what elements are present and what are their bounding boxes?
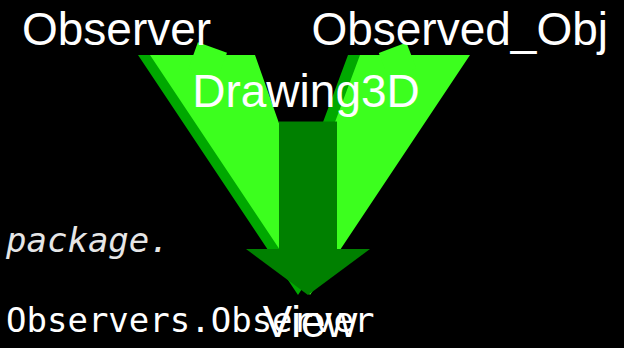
connector	[193, 56, 222, 66]
text-node: Observed_Obj	[311, 4, 608, 56]
class-name: Observer	[22, 4, 211, 56]
connector	[384, 56, 412, 66]
note-text: package.	[6, 220, 170, 261]
class-name: Observed_Obj	[311, 4, 608, 56]
class-name: Drawing3D	[192, 66, 420, 118]
connector	[246, 122, 370, 295]
text-node: Observer	[22, 4, 211, 56]
text-node: Drawing3D	[192, 66, 420, 118]
code-text: Observers.Observer	[6, 300, 374, 341]
funnel-shape	[150, 55, 470, 295]
